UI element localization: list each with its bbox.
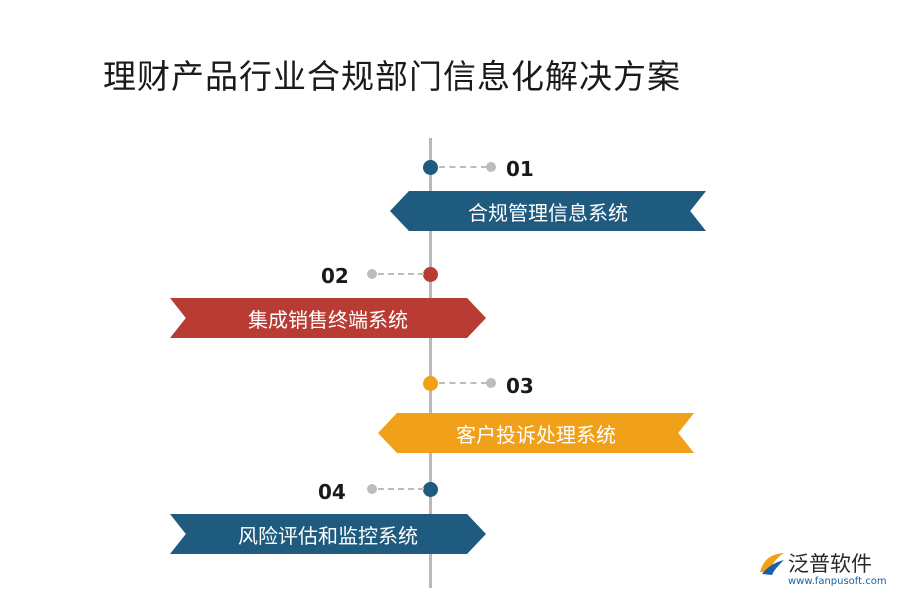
connector-end-4: [367, 484, 377, 494]
step-label-4: 风险评估和监控系统: [238, 523, 418, 548]
timeline-node-4: [423, 482, 438, 497]
step-banner-3: 客户投诉处理系统: [378, 413, 694, 453]
connector-end-2: [367, 269, 377, 279]
connector-end-1: [486, 162, 496, 172]
step-label-3: 客户投诉处理系统: [456, 422, 616, 447]
page-title: 理财产品行业合规部门信息化解决方案: [103, 57, 681, 96]
brand-logo-name: 泛普软件: [788, 552, 872, 576]
step-number-4: 04: [318, 480, 346, 504]
connector-dash-3: [439, 382, 487, 384]
connector-end-3: [486, 378, 496, 388]
timeline-node-3: [423, 376, 438, 391]
step-label-1: 合规管理信息系统: [468, 200, 628, 225]
brand-logo: 泛普软件 www.fanpusoft.com: [758, 548, 888, 592]
timeline-node-1: [423, 160, 438, 175]
timeline-axis: [429, 138, 432, 588]
step-banner-4: 风险评估和监控系统: [170, 514, 486, 554]
step-label-2: 集成销售终端系统: [248, 307, 408, 332]
connector-dash-2: [378, 273, 424, 275]
step-number-2: 02: [321, 264, 349, 288]
timeline-node-2: [423, 267, 438, 282]
step-banner-1: 合规管理信息系统: [390, 191, 706, 231]
brand-logo-icon: [760, 553, 784, 575]
connector-dash-4: [378, 488, 424, 490]
step-number-1: 01: [506, 157, 534, 181]
step-number-3: 03: [506, 374, 534, 398]
brand-logo-url: www.fanpusoft.com: [788, 576, 887, 587]
connector-dash-1: [439, 166, 487, 168]
step-banner-2: 集成销售终端系统: [170, 298, 486, 338]
